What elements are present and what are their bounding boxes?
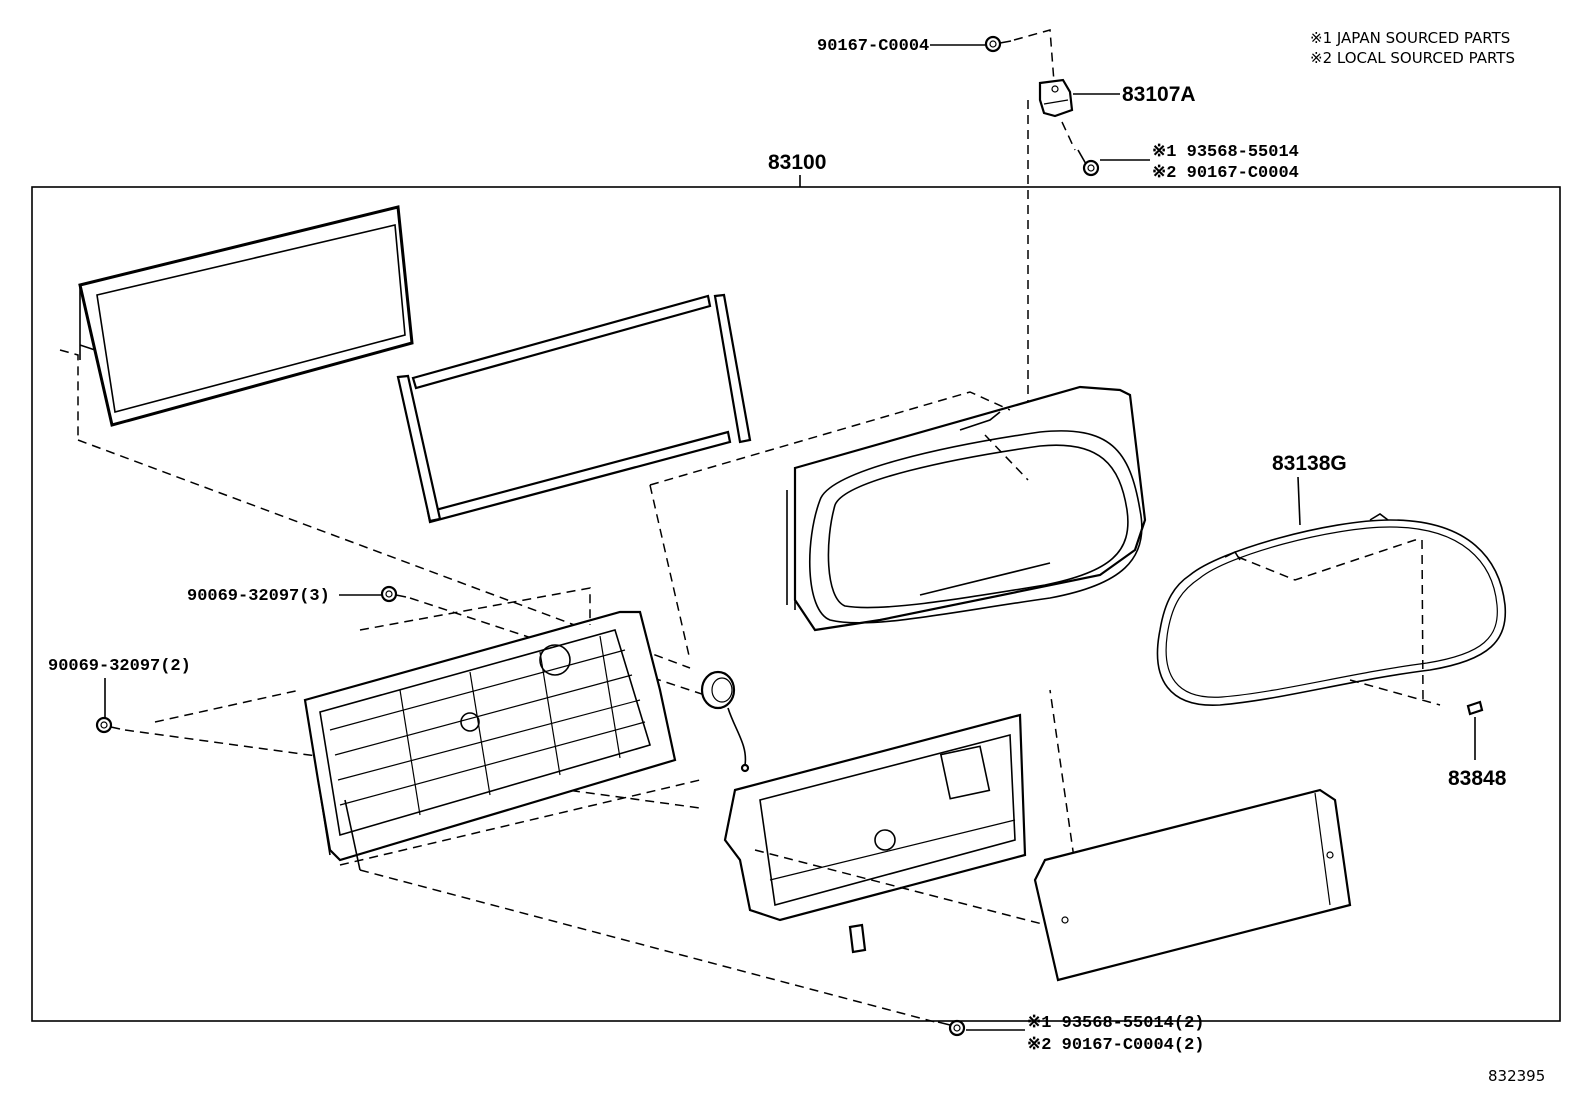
display-frame-icon xyxy=(78,205,414,427)
part-label-83848[interactable]: 83848 xyxy=(1448,767,1507,790)
part-label-90069-32097-3[interactable]: 90069-32097(3) xyxy=(187,587,330,606)
legend-local-sourced: ※2 LOCAL SOURCED PARTS xyxy=(1310,49,1515,67)
dash-hood-left xyxy=(649,484,691,661)
screw-top-icon xyxy=(984,35,1012,53)
part-label-90167-c0004-bracket[interactable]: ※2 90167-C0004 xyxy=(1152,164,1299,183)
dash-screw-bottom xyxy=(359,869,936,1023)
lens-83138g-icon xyxy=(1156,513,1507,706)
dash-housing-bottom xyxy=(339,779,701,866)
dash-lens-clip xyxy=(1349,679,1441,706)
dash-hood-top xyxy=(649,391,1011,486)
screw-bottom-icon xyxy=(937,1019,966,1037)
part-label-83138g[interactable]: 83138G xyxy=(1272,452,1347,475)
dash-lens xyxy=(1237,539,1424,701)
circuit-board-icon xyxy=(723,713,1027,922)
part-label-90167-c0004-2[interactable]: ※2 90167-C0004(2) xyxy=(1027,1036,1204,1055)
assembly-boundary xyxy=(31,186,1561,1022)
rear-cover-icon xyxy=(1033,788,1352,982)
dash-bracket-screw xyxy=(1061,121,1076,151)
screw-bracket-icon xyxy=(1077,149,1100,177)
buzzer-icon xyxy=(700,670,750,773)
gasket-strips-icon xyxy=(396,293,752,524)
dash-display-frame xyxy=(59,349,79,440)
legend-japan-sourced: ※1 JAPAN SOURCED PARTS xyxy=(1310,29,1510,47)
diagram-id: 832395 xyxy=(1488,1067,1545,1085)
screw-2-icon xyxy=(95,716,121,734)
part-label-83107a[interactable]: 83107A xyxy=(1122,83,1196,106)
dash-board xyxy=(754,689,1086,937)
connector-icon xyxy=(848,923,867,954)
clip-83848-icon xyxy=(1466,700,1484,716)
dash-hood-screw xyxy=(984,434,1029,481)
part-label-93568-55014-2[interactable]: ※1 93568-55014(2) xyxy=(1027,1014,1204,1033)
part-label-90167-c0004-top[interactable]: 90167-C0004 xyxy=(817,37,929,56)
dash-screw-3 xyxy=(409,597,721,701)
part-label-83100[interactable]: 83100 xyxy=(768,151,826,174)
part-label-90069-32097-2[interactable]: 90069-32097(2) xyxy=(48,657,191,676)
dash-screw-top xyxy=(1013,29,1056,96)
dash-housing-left xyxy=(154,689,301,723)
part-label-93568-55014[interactable]: ※1 93568-55014 xyxy=(1152,143,1299,162)
leader-lens xyxy=(1297,476,1301,526)
screw-3-icon xyxy=(380,585,407,603)
rear-housing-icon xyxy=(303,610,677,871)
meter-hood-icon xyxy=(786,385,1147,632)
dash-housing-top xyxy=(359,587,591,631)
bracket-83107a-icon xyxy=(1038,78,1074,118)
